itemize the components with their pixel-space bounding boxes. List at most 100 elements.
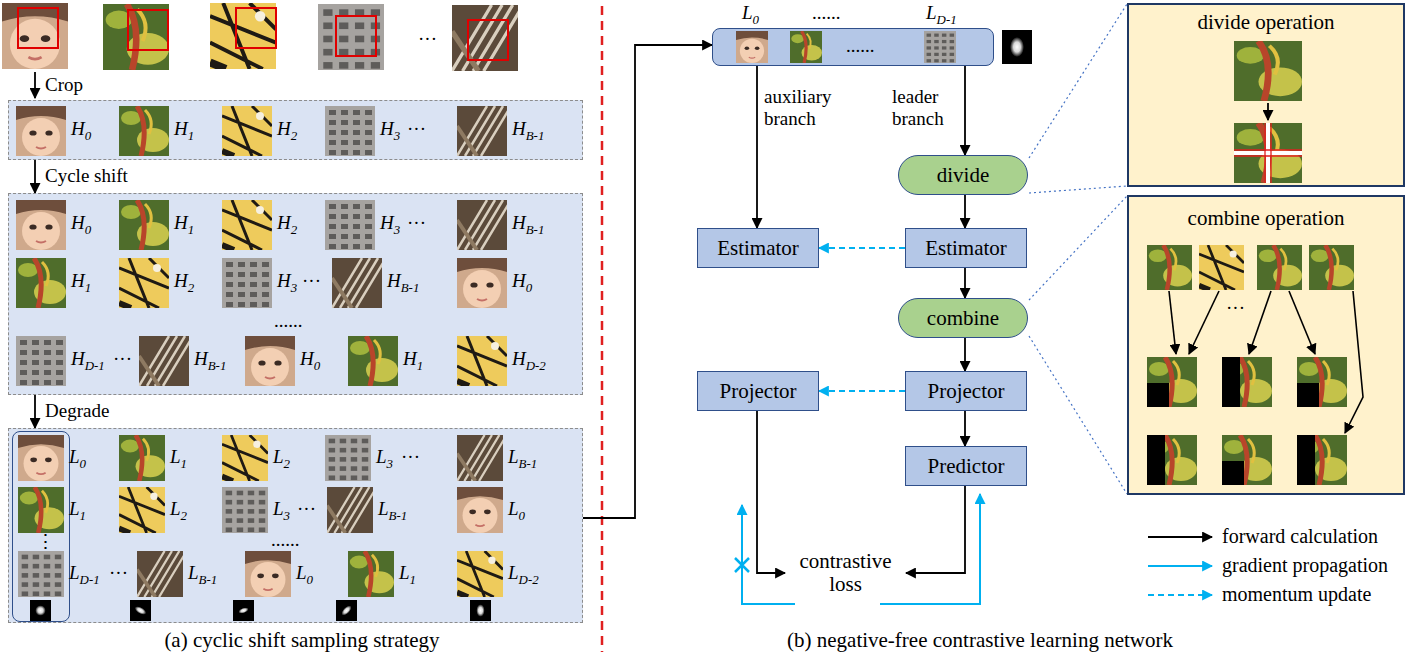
sample-label: ··· [297,498,316,520]
graphic-part [248,491,254,496]
graphic-part [1332,249,1338,271]
graphic-part [16,336,66,386]
graphic-part [457,258,507,308]
graphic-part [44,591,50,596]
graphic-part [253,441,260,448]
graphic-part [55,564,61,569]
graphic-part [56,350,63,355]
graphic-part [222,106,272,156]
graphic-part [119,106,169,156]
graphic-part [139,356,159,386]
graphic-part [332,278,352,308]
graphic-part [927,53,931,56]
graphic-part [1010,37,1024,57]
graphic-part [1222,357,1272,407]
image-thumbnail [119,200,169,250]
graphic-part [340,457,346,462]
graphic-part [325,435,371,481]
graphic-part [1163,245,1169,290]
stop-gradient-mark [735,558,749,572]
sample-label: LD-1 [69,562,100,591]
graphic-part [1149,250,1167,263]
graphic-part [457,200,507,250]
kernel-icon [1002,30,1032,64]
graphic-part [927,34,931,37]
sample-label: ··· [113,348,132,370]
graphic-part [222,106,272,156]
graphic-part [2,3,68,69]
graphic-part [327,505,345,533]
graphic-part [251,348,289,386]
graphic-part [802,31,807,63]
blur-kernel [30,600,51,621]
graphic-part [1240,357,1247,407]
graphic-part [329,466,335,471]
graphic-part [353,110,360,115]
graphic-part [341,150,348,155]
sample-label: H3 [380,212,400,241]
graphic-part [469,509,476,514]
graphic-part [924,31,956,63]
node-label: Estimator [925,236,1007,261]
graphic-part [341,140,348,145]
graphic-part [55,582,61,587]
image-thumbnail [18,487,64,533]
flow-arrow [964,411,966,446]
graphic-part [1189,291,1219,354]
graphic-part [1147,435,1165,485]
graphic-part [44,360,51,365]
graphic-part [250,282,257,287]
graphic-part [259,509,265,514]
graphic-part [36,241,46,243]
subscript: 0 [314,358,320,373]
image-thumbnail [210,3,276,69]
ellipsis: ··· [1226,297,1245,319]
sample-label: ··· [407,118,426,140]
graphic-part [119,487,165,533]
graphic-part [950,53,954,56]
batch-label: L0 [742,2,759,31]
image-thumbnail [325,200,375,250]
graphic-part [355,22,364,29]
subscript: 0 [80,456,86,471]
graphic-part [736,31,768,40]
graphic-part [222,258,272,308]
sample-label: L3 [273,498,290,527]
subscript: 1 [417,358,423,373]
graphic-part [245,551,291,564]
graphic-part [262,272,269,277]
graphic-part [1315,435,1322,485]
graphic-part [1222,461,1244,485]
graphic-part [353,120,360,125]
graphic-part [272,573,279,578]
graphic-part [258,360,265,365]
graphic-part [257,573,264,578]
sample-label: H2 [277,212,297,241]
batch-label: LD-1 [926,2,957,31]
graphic-part [325,435,371,481]
sample-band: L0L1L2L3···LB-1L1L2L3···LB-1L0⋮......LD-… [8,428,583,623]
graphic-part [327,487,373,533]
node-label: Projector [928,379,1005,404]
graphic-part [33,564,39,569]
graphic-part [238,272,245,277]
graphic-part [32,360,39,365]
graphic-part [143,439,149,461]
image-thumbnail [457,487,503,533]
graphic-part [351,457,357,462]
caption: (a) cyclic shift sampling strategy [0,628,604,653]
graphic-part [1258,41,1268,101]
graphic-part [29,130,36,135]
graphic-part [145,204,151,228]
image-thumbnail [1147,357,1197,407]
graphic-part [18,435,64,448]
graphic-part [45,457,52,462]
image-thumbnail [1147,435,1197,485]
graphic-part [16,258,66,308]
graphic-part [153,264,161,272]
graphic-part [250,292,257,297]
graphic-part [1147,435,1197,485]
graphic-part [250,272,257,277]
graphic-part [355,36,364,43]
process-box: Projector [697,371,819,411]
